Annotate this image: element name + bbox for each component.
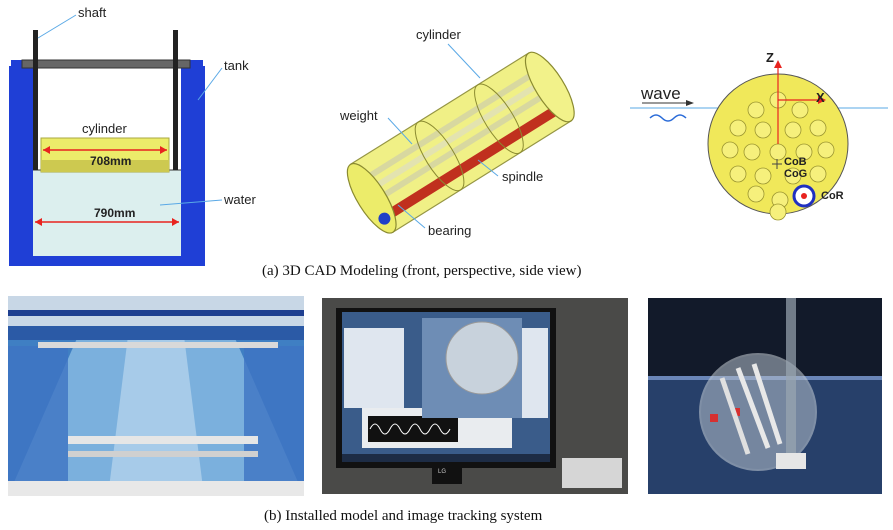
weight-hole [747, 101, 765, 119]
label-708: 708mm [90, 154, 132, 168]
dim-arrow [35, 218, 42, 226]
caption-b: (b) Installed model and image tracking s… [264, 508, 543, 524]
label-z: z [766, 50, 774, 65]
weight-rod [368, 70, 537, 179]
weight-hole [754, 121, 772, 139]
weight-rod [380, 90, 550, 199]
leader-water [159, 199, 223, 206]
leader-shaft [37, 14, 77, 39]
weight-hole [754, 167, 772, 185]
weight-hole [784, 167, 802, 185]
weight-hole [747, 185, 765, 203]
label-tank: tank [224, 58, 249, 73]
weight-rod [374, 80, 543, 189]
weight-hole [721, 141, 739, 159]
weight-hole [791, 101, 809, 119]
weight-hole [729, 119, 747, 137]
weight-hole [784, 121, 802, 139]
label-wave: wave [641, 84, 681, 103]
label-shaft: shaft [78, 5, 107, 20]
label-cor: CoR [821, 190, 844, 202]
label-cylinder-front: cylinder [82, 121, 127, 136]
label-spindle: spindle [502, 169, 544, 184]
weight-hole [769, 203, 787, 221]
dim-arrow [43, 146, 50, 154]
photo-wave-tank [8, 296, 304, 496]
bulkhead [474, 83, 524, 155]
right-shaft [173, 30, 178, 170]
front-view-drawing [9, 14, 223, 266]
label-water: water [224, 192, 256, 207]
cor-dot [801, 193, 807, 199]
wave-arrowhead [686, 100, 694, 106]
weight-holes [721, 91, 835, 221]
weight-hole [809, 165, 827, 183]
label-790: 790mm [94, 206, 136, 220]
photo-model-in-water [648, 298, 882, 494]
weight-hole [795, 143, 813, 161]
monitor-brand: LG [438, 469, 447, 475]
leader-bearing [397, 204, 426, 229]
water-body [33, 170, 181, 256]
spindle [385, 102, 565, 220]
dim-arrow [160, 146, 167, 154]
dim-arrow [172, 218, 179, 226]
caption-a: (a) 3D CAD Modeling (front, perspective,… [262, 263, 582, 279]
bearing [378, 212, 391, 225]
weight-hole [817, 141, 835, 159]
label-cylinder-persp: cylinder [416, 27, 461, 42]
cylinder-shade [41, 160, 169, 172]
x-arrowhead [818, 96, 826, 104]
side-view-drawing [630, 60, 888, 221]
label-weight: weight [340, 108, 378, 123]
photo-tracking-monitor: LG [322, 298, 628, 494]
label-cog: CoG [784, 168, 808, 180]
leader-weight [387, 117, 413, 145]
weight-hole [729, 165, 747, 183]
leader-tank [197, 67, 223, 101]
top-beam [21, 59, 191, 69]
bulkhead [414, 120, 465, 192]
label-bearing: bearing [428, 223, 472, 238]
end-disc-rear [524, 51, 575, 123]
label-cob: CoB [784, 156, 807, 168]
tank-bottom [9, 256, 205, 266]
label-x: x [816, 90, 825, 105]
tank-right-lip [183, 60, 203, 68]
leader-spindle [477, 159, 499, 177]
weight-hole [809, 119, 827, 137]
tank-left-lip [11, 60, 31, 68]
left-shaft [33, 30, 38, 170]
weight-hole [743, 143, 761, 161]
wave-symbol [649, 114, 687, 122]
leader-cylinder [447, 43, 481, 79]
perspective-view-drawing [346, 43, 575, 234]
tank-left-wall [9, 66, 33, 264]
tank-right-wall [181, 66, 205, 264]
z-arrowhead [774, 60, 782, 68]
